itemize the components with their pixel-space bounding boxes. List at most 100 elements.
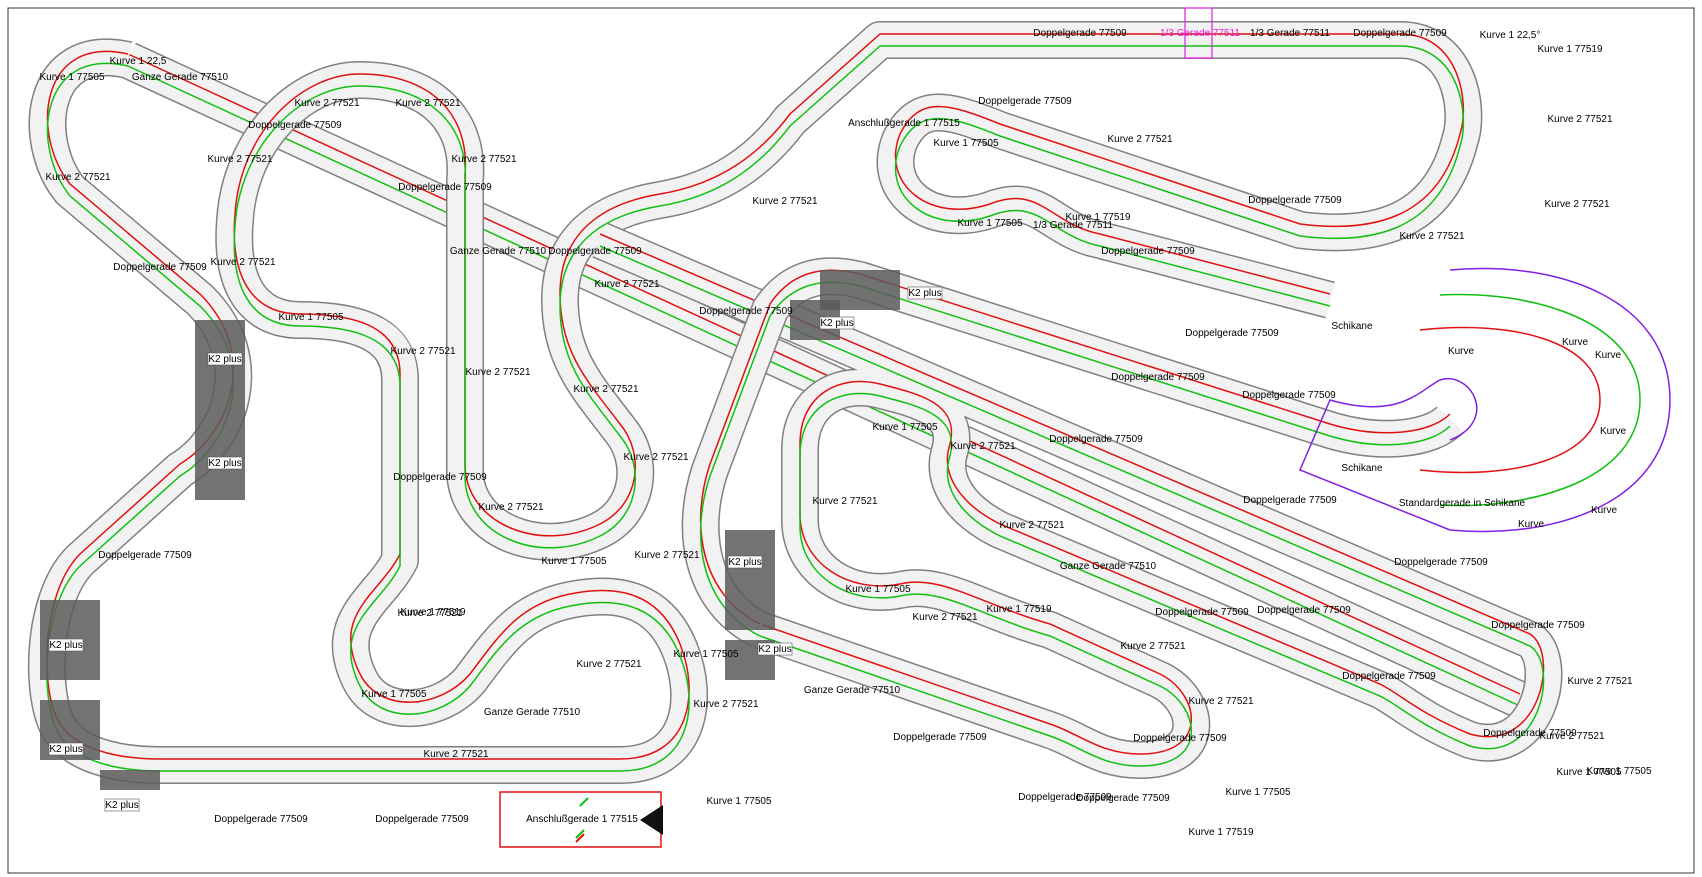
piece-label: Kurve 1 77505 — [541, 556, 606, 567]
piece-label: Kurve 1 77505 — [1225, 787, 1290, 798]
piece-label: Doppelgerade 77509 — [113, 262, 207, 273]
piece-label: Kurve 1 22,5° — [1480, 30, 1541, 41]
piece-label: Ganze Gerade 77510 — [1060, 561, 1157, 572]
piece-label: Kurve 2 77521 — [812, 496, 877, 507]
piece-label: Doppelgerade 77509 — [1133, 733, 1227, 744]
piece-label: Kurve 2 77521 — [1547, 114, 1612, 125]
schikane-section — [1299, 267, 1671, 533]
highlighted-piece-box — [1184, 7, 1213, 59]
piece-label: Kurve 1 77505 — [872, 422, 937, 433]
piece-label: Kurve 2 77521 — [634, 550, 699, 561]
piece-label: Kurve — [1448, 346, 1475, 357]
piece-label: Kurve 2 77521 — [210, 257, 275, 268]
piece-label: 1/3 Gerade 77511 — [1033, 220, 1113, 231]
drawing-frame — [7, 7, 1695, 874]
k2-label: K2 plus — [820, 318, 853, 329]
piece-label: Kurve 1 77505 — [673, 649, 738, 660]
piece-label: Doppelgerade 77509 — [1248, 195, 1342, 206]
k2-label: K2 plus — [49, 640, 82, 651]
k2-label-box — [104, 798, 140, 812]
lane-red — [599, 233, 1545, 755]
piece-label: Doppelgerade 77509 — [1394, 557, 1488, 568]
piece-label: Doppelgerade 77509 — [1185, 328, 1279, 339]
piece-label: Doppelgerade 77509 — [214, 814, 308, 825]
piece-label: Ganze Gerade 77510 — [804, 685, 901, 696]
piece-label: Kurve 1 77519 — [986, 604, 1051, 615]
lane-red — [233, 33, 1400, 760]
piece-label: Doppelgerade 77509 — [398, 182, 492, 193]
piece-label: Kurve 1 77505 — [706, 796, 771, 807]
k2-label-box — [727, 555, 763, 569]
k2-plus-piece — [725, 530, 775, 630]
piece-label: Kurve 2 77521 — [478, 502, 543, 513]
start-finish-area — [499, 7, 1213, 848]
piece-label: Kurve 2 77521 — [1567, 676, 1632, 687]
k2-plus-pieces — [40, 270, 900, 790]
k2-label: K2 plus — [49, 744, 82, 755]
piece-label: Kurve 2 77521 — [451, 154, 516, 165]
k2-label-box — [48, 638, 84, 652]
piece-label: Kurve 2 77521 — [1544, 199, 1609, 210]
piece-label: Doppelgerade 77509 — [1018, 792, 1112, 803]
k2-label-box — [207, 456, 243, 470]
track-body — [683, 258, 1463, 646]
k2-label: K2 plus — [208, 354, 241, 365]
k2-label-box — [757, 642, 793, 656]
piece-label: Kurve 1 22,5 — [110, 56, 167, 67]
schikane-outline — [1299, 267, 1671, 533]
piece-label: Anschlußgerade 1 77515 — [848, 118, 960, 129]
piece-label: Doppelgerade 77509 — [1101, 246, 1195, 257]
piece-label: Doppelgerade 77509 — [1155, 607, 1249, 618]
piece-label: Kurve — [1595, 350, 1622, 361]
lane-green — [599, 245, 1545, 767]
k2-label: K2 plus — [208, 458, 241, 469]
piece-label: Kurve 2 77521 — [423, 749, 488, 760]
piece-label: Kurve 2 77521 — [693, 699, 758, 710]
piece-label: Standardgerade in Schikane — [1399, 498, 1526, 509]
piece-label: Doppelgerade 77509 — [1049, 434, 1143, 445]
schikane-lane-red — [1419, 326, 1601, 474]
piece-label: Kurve 2 77521 — [294, 98, 359, 109]
piece-label: Kurve 1 77519 — [1188, 827, 1253, 838]
piece-label: Kurve 2 77521 — [1399, 231, 1464, 242]
piece-label: Kurve 2 77521 — [573, 384, 638, 395]
power-clip-icon — [575, 797, 589, 839]
track-body — [216, 22, 1400, 783]
piece-label: Schikane — [1341, 463, 1383, 474]
piece-label: Kurve — [1591, 505, 1618, 516]
piece-label: Doppelgerade 77509 — [98, 550, 192, 561]
piece-label: Kurve 1 77505 — [1556, 767, 1621, 778]
piece-label: Kurve 1 77505 — [1586, 766, 1651, 777]
piece-label: Kurve — [1518, 519, 1545, 530]
piece-label: Kurve 1 77505 — [957, 218, 1022, 229]
lane-green — [699, 281, 1451, 637]
piece-label: Doppelgerade 77509 — [1483, 728, 1577, 739]
piece-label: Kurve 2 77521 — [465, 367, 530, 378]
piece-label: Doppelgerade 77509 — [1076, 793, 1170, 804]
piece-label: Kurve 1 77519 — [1065, 212, 1130, 223]
k2-plus-piece — [100, 770, 160, 790]
piece-label: Kurve 1 77505 — [278, 312, 343, 323]
lane-green — [894, 45, 1465, 307]
k2-label-box — [207, 352, 243, 366]
piece-label: Kurve 1 77519 — [400, 607, 465, 618]
schikane-lane-green — [1439, 293, 1641, 507]
track-body — [593, 223, 1561, 778]
piece-label: Doppelgerade 77509 — [978, 96, 1072, 107]
piece-label: Anschlußgerade 1 77515 — [526, 814, 638, 825]
piece-label: Doppelgerade 77509 — [548, 246, 642, 257]
piece-label: Doppelgerade 77509 — [1243, 495, 1337, 506]
lane-red — [894, 33, 1465, 295]
piece-label: Doppelgerade 77509 — [248, 120, 342, 131]
piece-label: Kurve 2 77521 — [397, 608, 462, 619]
track-pieces — [27, 21, 1563, 784]
piece-label: Doppelgerade 77509 — [1242, 390, 1336, 401]
piece-label: Kurve 2 77521 — [912, 612, 977, 623]
k2-label-box — [819, 316, 855, 330]
piece-label: Schikane — [1331, 321, 1373, 332]
piece-label: Kurve 1 77505 — [361, 689, 426, 700]
piece-label: Kurve 2 77521 — [1188, 696, 1253, 707]
piece-label: Ganze Gerade 77510 — [132, 72, 229, 83]
piece-label: Kurve 2 77521 — [45, 172, 110, 183]
